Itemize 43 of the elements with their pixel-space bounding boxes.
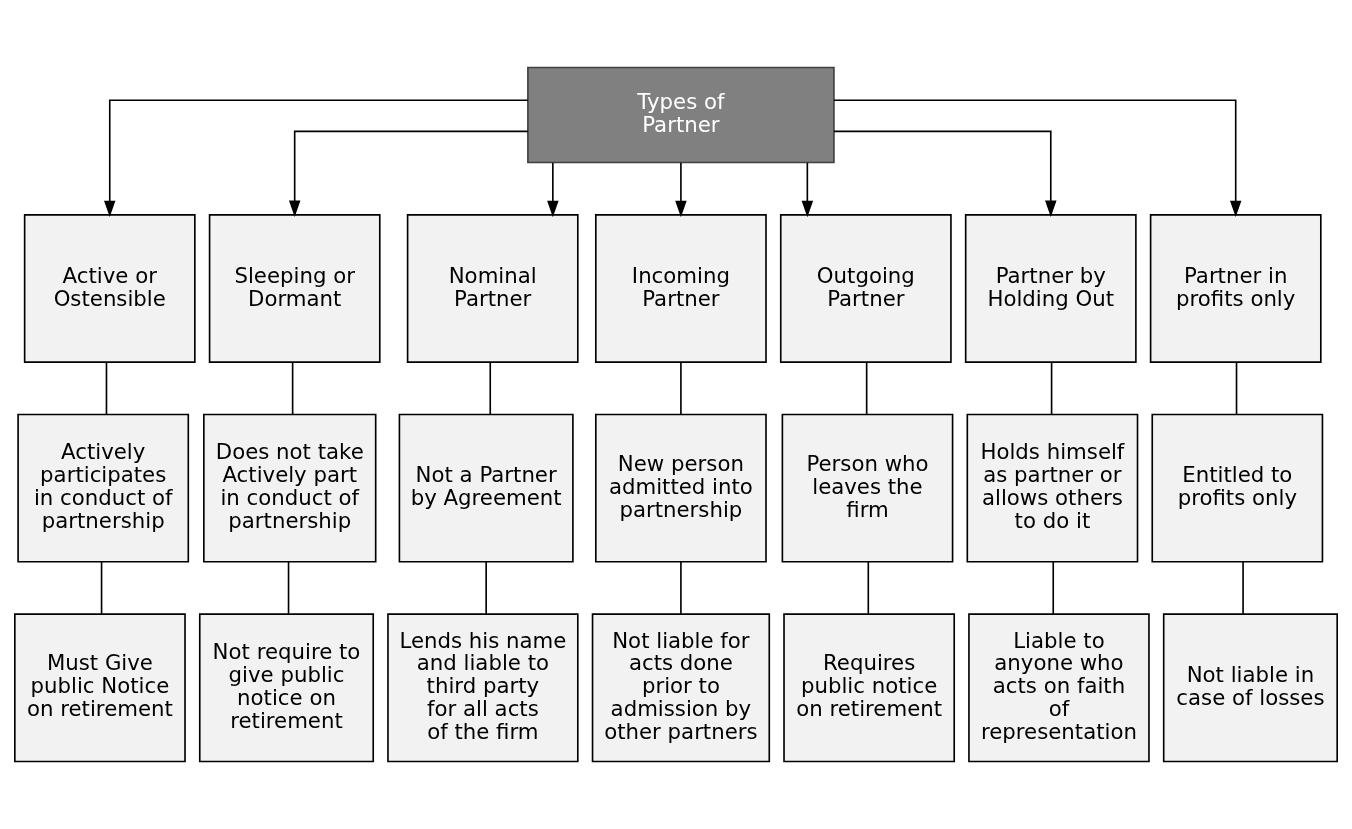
node-box: Not liable for acts done prior to admission by other partners xyxy=(591,613,771,763)
node-box: Lends his name and liable to third party for all acts of the firm xyxy=(387,613,579,763)
node-box: Actively participates in conduct of partnership xyxy=(17,413,190,563)
node-box: Outgoing Partner xyxy=(779,214,952,363)
node-box: Partner by Holding Out xyxy=(964,214,1137,363)
node-box: Requires public notice on retirement xyxy=(783,613,956,763)
connector xyxy=(680,361,682,415)
arrow xyxy=(675,162,687,218)
node-box: Partner in profits only xyxy=(1149,214,1322,363)
node-box: Not a Partner by Agreement xyxy=(398,413,574,563)
node-box: Liable to anyone who acts on faith of representation xyxy=(968,613,1150,763)
connector xyxy=(1235,361,1238,415)
node-box: Incoming Partner xyxy=(595,214,767,363)
node-box: Person who leaves the firm xyxy=(781,413,954,563)
arrow xyxy=(833,99,1242,218)
arrow xyxy=(801,162,814,218)
arrow xyxy=(547,162,559,218)
node-box: Active or Ostensible xyxy=(23,214,196,363)
node-box: Nominal Partner xyxy=(406,214,579,363)
connector xyxy=(105,361,108,415)
node-box: Entitled to profits only xyxy=(1151,413,1324,563)
node-box: Holds himself as partner or allows others to do it xyxy=(966,413,1139,563)
connector xyxy=(489,361,492,415)
connector xyxy=(867,561,870,615)
arrow xyxy=(833,130,1057,217)
node-box: Does not take Actively part in conduct of partnership xyxy=(203,413,377,563)
connector xyxy=(1052,561,1055,615)
node-box: Sleeping or Dormant xyxy=(208,214,381,363)
connector xyxy=(100,561,103,615)
node-box: Types of Partner xyxy=(527,66,835,164)
connector xyxy=(1242,561,1244,615)
node-box: Must Give public Notice on retirement xyxy=(14,613,186,763)
connector xyxy=(485,561,487,615)
arrow xyxy=(104,99,529,218)
connector xyxy=(1050,361,1053,415)
node-box: Not require to give public notice on retirement xyxy=(198,613,375,763)
connector xyxy=(865,361,868,415)
node-box: Not liable in case of losses xyxy=(1162,613,1338,763)
node-box: New person admitted into partnership xyxy=(595,413,767,563)
connector xyxy=(680,561,682,615)
arrow xyxy=(288,130,529,217)
connector xyxy=(291,361,294,415)
connector xyxy=(287,561,290,615)
